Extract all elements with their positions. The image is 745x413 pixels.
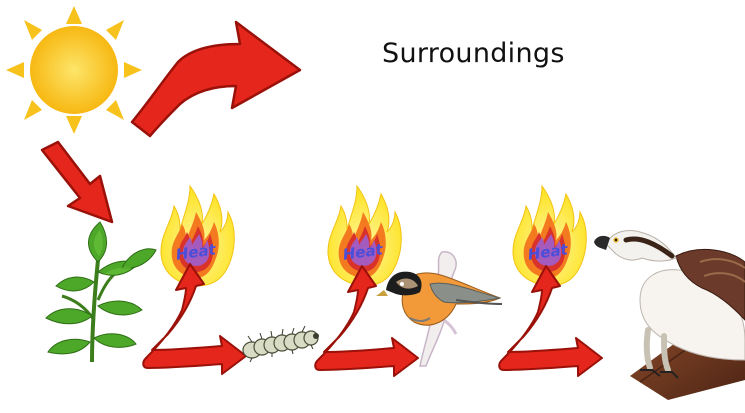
sun-to-plant-arrow — [42, 142, 112, 222]
plant-icon — [46, 222, 156, 362]
sun-icon — [6, 6, 142, 134]
plant-to-caterpillar-arrow — [143, 264, 246, 374]
caterpillar-icon — [243, 326, 319, 362]
surroundings-label: Surroundings — [382, 38, 565, 69]
osprey-icon — [594, 231, 745, 401]
heat-flame-icon: Heat — [161, 186, 234, 286]
sun-to-surroundings-arrow — [132, 22, 300, 136]
bird-to-osprey-arrow — [499, 266, 602, 376]
